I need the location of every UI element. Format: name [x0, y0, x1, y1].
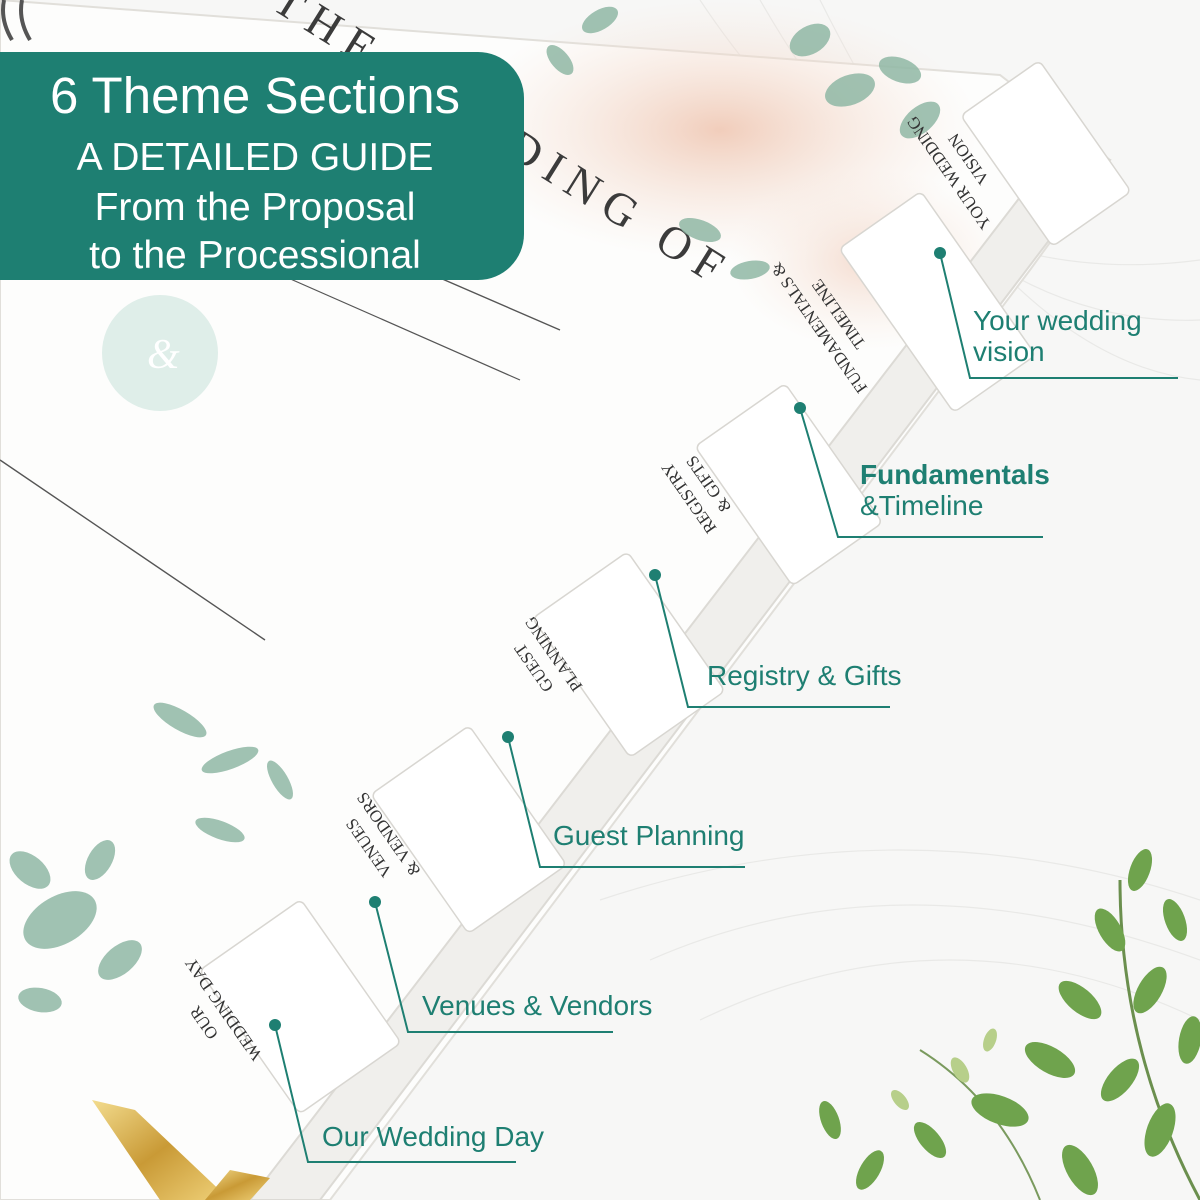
headline-banner: 6 Theme Sections A DETAILED GUIDE From t… — [0, 52, 524, 280]
callout-fundamentals: Fundamentals &Timeline — [860, 459, 1050, 521]
monogram-circle — [102, 295, 218, 411]
callout-vision-line2: vision — [973, 336, 1045, 367]
callout-registry-gifts: Registry & Gifts — [707, 660, 902, 691]
callout-your-wedding-vision: Your wedding vision — [973, 305, 1142, 367]
banner-line-1: A DETAILED GUIDE — [76, 136, 434, 179]
banner-heading: 6 Theme Sections — [49, 67, 461, 124]
callout-fundamentals-line2: &Timeline — [860, 490, 984, 521]
banner-line-2: From the Proposal — [94, 186, 416, 229]
callout-dots — [269, 247, 946, 1031]
cover-foliage — [9, 6, 941, 1013]
callout-vision-line1: Your wedding — [973, 305, 1142, 336]
callout-fundamentals-line1: Fundamentals — [860, 459, 1050, 490]
banner-line-3: to the Processional — [89, 234, 421, 277]
callout-guest-planning: Guest Planning — [553, 820, 745, 851]
binder-rings — [1, 0, 32, 42]
callout-venues-vendors: Venues & Vendors — [422, 990, 653, 1021]
callout-our-wedding-day: Our Wedding Day — [322, 1121, 545, 1152]
callout-lines — [274, 252, 1178, 1163]
greenery-decoration — [819, 849, 1200, 1200]
svg-text:&: & — [147, 332, 180, 378]
gold-corner-bottom — [92, 1100, 230, 1200]
